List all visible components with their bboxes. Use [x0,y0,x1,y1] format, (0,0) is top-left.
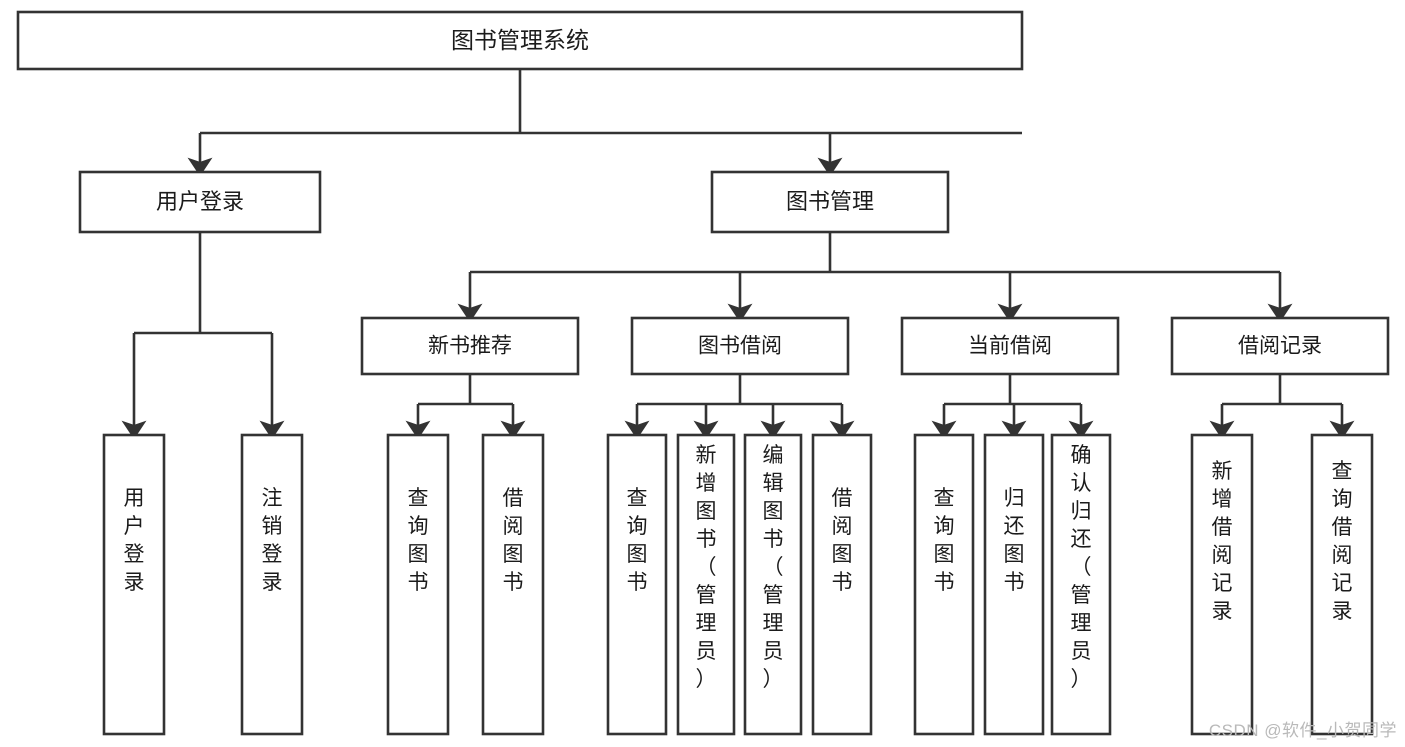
node-leaf-add-borrow-record[interactable]: 新增借阅记录 [1190,433,1254,736]
book-management-box [710,170,950,234]
new-book-recommend-box [360,316,580,376]
leaf-borrow-book-recommend-box [481,433,545,736]
node-book-management[interactable]: 图书管理 [710,170,950,234]
leaf-query-book-current-box [913,433,975,736]
node-leaf-user-login[interactable]: 用户登录 [102,433,166,736]
leaf-query-book-recommend-label: 查询图书 [408,487,429,594]
root-label: 图书管理系统 [451,27,589,53]
connector-current-borrow-to-leaves [931,374,1094,440]
borrow-record-label: 借阅记录 [1238,335,1322,358]
node-root[interactable]: 图书管理系统 [16,10,1024,71]
leaf-query-book-borrow-label: 查询图书 [627,487,648,594]
connector-user-login-to-leaves [121,232,285,440]
leaf-borrow-book-label: 借阅图书 [832,487,853,594]
node-leaf-borrow-book[interactable]: 借阅图书 [811,433,873,736]
node-leaf-confirm-return-admin[interactable]: 确认归还（管理员） [1050,433,1112,736]
book-borrow-box [630,316,850,376]
leaf-user-logout-box [240,433,304,736]
leaf-borrow-book-box [811,433,873,736]
connector-book-borrow-to-leaves [624,374,855,440]
current-borrow-box [900,316,1120,376]
node-borrow-record[interactable]: 借阅记录 [1170,316,1390,376]
leaf-query-book-borrow-box [606,433,668,736]
leaf-add-book-admin-box [676,433,736,736]
user-login-label: 用户登录 [156,189,244,214]
csdn-watermark: CSDN @软件_小贺同学 [1208,721,1397,740]
leaf-user-login-box [102,433,166,736]
node-leaf-query-book-recommend[interactable]: 查询图书 [386,433,450,736]
node-leaf-return-book[interactable]: 归还图书 [983,433,1045,736]
leaf-edit-book-admin-label: 编辑图书（管理员） [763,444,784,691]
node-book-borrow[interactable]: 图书借阅 [630,316,850,376]
connector-root-to-level1 [187,69,1022,177]
leaf-query-borrow-record-box [1310,433,1374,736]
leaf-add-borrow-record-box [1190,433,1254,736]
node-leaf-add-book-admin[interactable]: 新增图书（管理员） [676,433,736,736]
node-leaf-edit-book-admin[interactable]: 编辑图书（管理员） [743,433,803,736]
root-box [16,10,1024,71]
leaf-edit-book-admin-box [743,433,803,736]
new-book-recommend-label: 新书推荐 [428,335,512,358]
leaf-return-book-box [983,433,1045,736]
leaf-user-logout-label: 注销登录 [262,487,283,594]
leaf-query-book-current-label: 查询图书 [934,487,955,594]
node-user-login[interactable]: 用户登录 [78,170,322,234]
leaf-add-borrow-record-label: 新增借阅记录 [1212,460,1233,623]
leaf-add-book-admin-label: 新增图书（管理员） [696,444,717,691]
node-leaf-borrow-book-recommend[interactable]: 借阅图书 [481,433,545,736]
leaf-query-book-recommend-box [386,433,450,736]
node-leaf-query-book-current[interactable]: 查询图书 [913,433,975,736]
borrow-record-box [1170,316,1390,376]
leaf-nodes-group: 用户登录 注销登录 查询图书 借阅图书 查询图书 新增图书（管理员） [102,433,1374,736]
leaf-user-login-label: 用户登录 [124,487,145,594]
book-borrow-label: 图书借阅 [698,335,782,358]
node-current-borrow[interactable]: 当前借阅 [900,316,1120,376]
connector-new-book-recommend-to-leaves [405,374,526,440]
leaf-query-borrow-record-label: 查询借阅记录 [1332,460,1353,623]
node-leaf-query-borrow-record[interactable]: 查询借阅记录 [1310,433,1374,736]
book-management-label: 图书管理 [786,189,874,214]
node-leaf-user-logout[interactable]: 注销登录 [240,433,304,736]
leaf-confirm-return-admin-box [1050,433,1112,736]
node-leaf-query-book-borrow[interactable]: 查询图书 [606,433,668,736]
leaf-confirm-return-admin-label: 确认归还（管理员） [1071,444,1092,691]
current-borrow-label: 当前借阅 [968,335,1052,358]
connector-borrow-record-to-leaves [1209,374,1355,440]
node-new-book-recommend[interactable]: 新书推荐 [360,316,580,376]
leaf-return-book-label: 归还图书 [1004,487,1025,594]
connector-book-management-to-level2 [457,232,1293,323]
leaf-borrow-book-recommend-label: 借阅图书 [503,487,524,594]
